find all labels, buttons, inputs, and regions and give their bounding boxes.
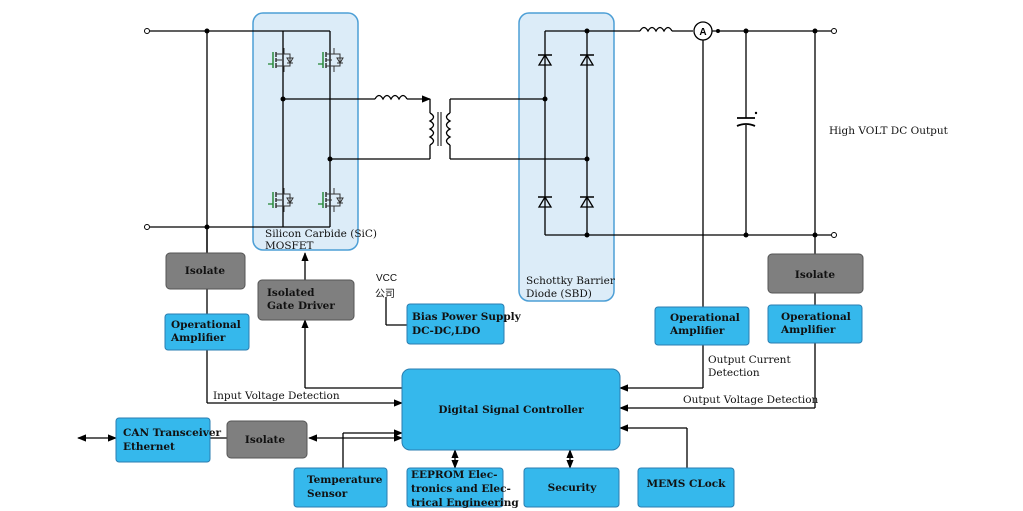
diode-bridge xyxy=(537,28,595,238)
isolated-gate-driver-block xyxy=(257,279,355,321)
vcc-label: VCC xyxy=(376,273,397,284)
can-transceiver-text-line1: CAN Transceiver xyxy=(123,427,222,439)
isolated-gate-driver-text-line1: Isolated xyxy=(267,287,315,299)
eeprom-text-line1: EEPROM Elec- xyxy=(411,469,497,481)
bias-power-supply-text-line2: DC-DC,LDO xyxy=(412,325,480,337)
ammeter-label: A xyxy=(699,27,706,38)
op-amp-mid-text-line1: Operational xyxy=(670,312,740,324)
sic-mosfet-label-line2: MOSFET xyxy=(265,240,314,252)
eeprom-block xyxy=(406,467,504,508)
input-voltage-detection-label: Input Voltage Detection xyxy=(213,390,340,402)
isolate-left-text: Isolate xyxy=(185,265,225,277)
op-amp-left-text-line1: Operational xyxy=(171,319,241,331)
isolate-can-text: Isolate xyxy=(245,434,285,446)
mems-clock-text: MEMS CLock xyxy=(647,478,727,490)
bias-power-supply-block xyxy=(406,303,505,345)
isolate-right-block xyxy=(767,253,864,294)
transformer xyxy=(283,94,587,160)
output-rails: A xyxy=(587,21,837,238)
vcc-chars-label: 公司 xyxy=(375,289,395,300)
eeprom-text-line2: tronics and Elec- xyxy=(411,483,511,495)
control-wiring xyxy=(77,31,816,469)
op-amp-left-text-line2: Amplifier xyxy=(170,332,226,344)
eeprom-text-line3: trical Engineering xyxy=(411,497,519,509)
input-rails xyxy=(144,28,330,230)
sbd-label-line2: Diode (SBD) xyxy=(526,288,592,300)
hv-output-label: High VOLT DC Output xyxy=(829,125,949,137)
security-block xyxy=(523,467,620,508)
temperature-sensor-text-line1: Temperature xyxy=(307,474,383,486)
op-amp-mid-block xyxy=(654,306,750,346)
digital-signal-controller-text: Digital Signal Controller xyxy=(438,404,584,416)
bias-power-supply-text-line1: Bias Power Supply xyxy=(412,311,522,323)
op-amp-mid-text-line2: Amplifier xyxy=(669,325,725,337)
output-current-detection-label-line1: Output Current xyxy=(708,354,791,366)
isolated-gate-driver-text-line2: Gate Driver xyxy=(267,300,335,312)
op-amp-right-block xyxy=(767,304,863,344)
output-voltage-detection-label: Output Voltage Detection xyxy=(683,394,819,406)
digital-signal-controller-block xyxy=(401,368,621,451)
temperature-sensor-block xyxy=(293,467,388,508)
temperature-sensor-text-line2: Sensor xyxy=(307,488,348,500)
sbd-label-line1: Schottky Barrier xyxy=(526,275,616,287)
security-text: Security xyxy=(548,482,598,494)
op-amp-left-block xyxy=(164,313,250,351)
sbd-region xyxy=(518,12,615,302)
op-amp-right-text-line1: Operational xyxy=(781,311,851,323)
isolate-can-block xyxy=(226,420,308,459)
sic-mosfet-region xyxy=(252,12,359,251)
sic-mosfet-label-line1: Silicon Carbide (SiC) xyxy=(265,228,377,240)
mems-clock-block xyxy=(637,467,735,508)
output-current-detection-label-line2: Detection xyxy=(708,367,760,379)
can-transceiver-block xyxy=(115,417,211,463)
op-amp-right-text-line2: Amplifier xyxy=(780,324,836,336)
can-transceiver-text-line2: Ethernet xyxy=(123,441,175,453)
isolate-right-text: Isolate xyxy=(795,269,835,281)
isolate-left-block xyxy=(165,252,246,290)
